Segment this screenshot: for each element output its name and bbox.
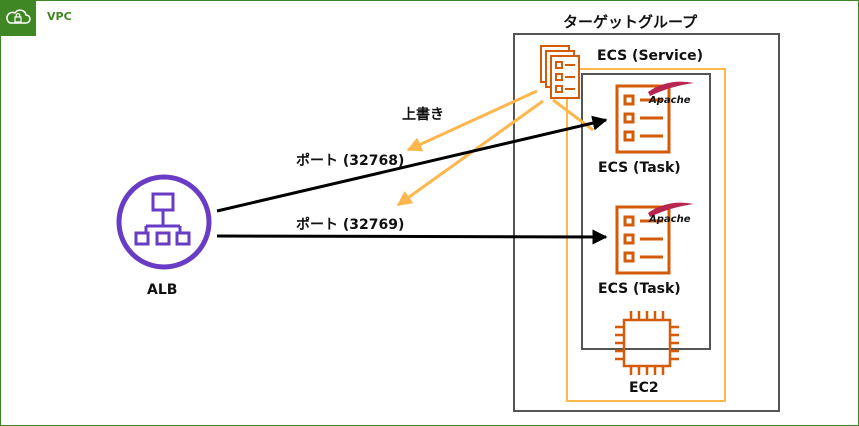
- ec2-instance-box: [566, 68, 726, 402]
- traffic-arrow-port-1: [216, 115, 608, 213]
- port-1-label: ポート (32768): [296, 153, 405, 169]
- target-group-box: [513, 33, 780, 412]
- ecs-task-2-label: ECS (Task): [598, 281, 681, 297]
- alb-label: ALB: [147, 282, 178, 298]
- alb-icon: [116, 174, 212, 270]
- apache-badge-1: Apache: [649, 95, 691, 106]
- ecs-task-1-icon: [615, 84, 671, 154]
- ecs-service-icon: [540, 45, 580, 99]
- apache-badge-2: Apache: [649, 214, 691, 225]
- port-2-label: ポート (32769): [296, 217, 405, 233]
- cloud-lock-icon: [6, 9, 31, 24]
- ecs-task-2-icon: [615, 205, 671, 275]
- ecs-task-group-box: [581, 73, 711, 350]
- ecs-service-label: ECS (Service): [597, 48, 704, 64]
- apache-feather-icon: [648, 81, 694, 96]
- apache-feather-icon: [648, 202, 694, 217]
- overwrite-arrow-1: [406, 89, 538, 152]
- vpc-badge: [0, 0, 36, 36]
- vpc-label: VPC: [47, 10, 72, 23]
- overwrite-label: 上書き: [402, 107, 444, 123]
- traffic-arrow-port-2: [216, 229, 608, 245]
- ecs-task-1-label: ECS (Task): [598, 160, 681, 176]
- ec2-label: EC2: [629, 380, 659, 396]
- ec2-chip-icon: [615, 311, 679, 375]
- target-group-title: ターゲットグループ: [563, 13, 698, 31]
